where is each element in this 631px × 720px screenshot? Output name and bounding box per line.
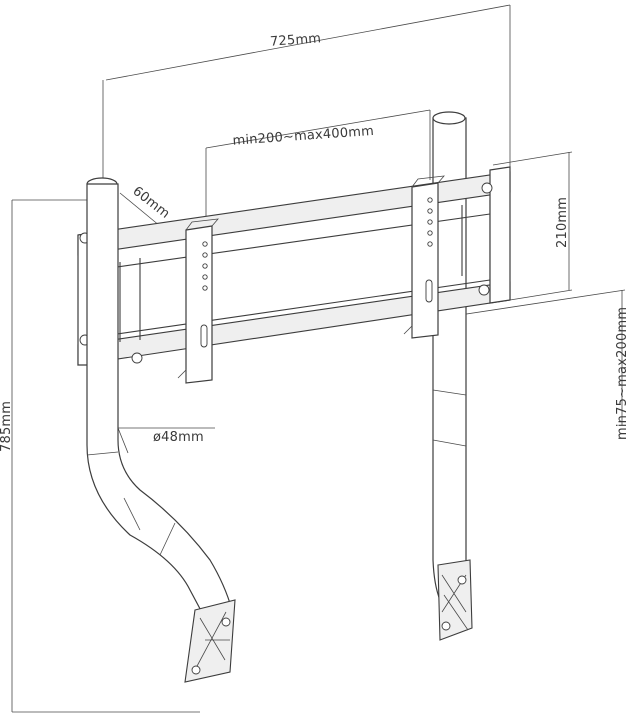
depth-label: 60mm: [130, 184, 173, 222]
height-adjust-label: min75~max200mm: [615, 307, 630, 440]
vesa-bracket-left: [177, 218, 219, 384]
frame-height-label: 210mm: [555, 197, 570, 248]
total-width-label: 725mm: [270, 31, 322, 50]
total-height-label: 785mm: [0, 401, 14, 452]
left-pole: [86, 177, 236, 683]
dimension-lines: [11, 4, 626, 713]
right-pole: [432, 111, 473, 641]
vesa-range-label: min200~max400mm: [232, 124, 374, 149]
tube-diameter-label: ø48mm: [153, 430, 204, 445]
vesa-bracket-right: [403, 175, 445, 339]
